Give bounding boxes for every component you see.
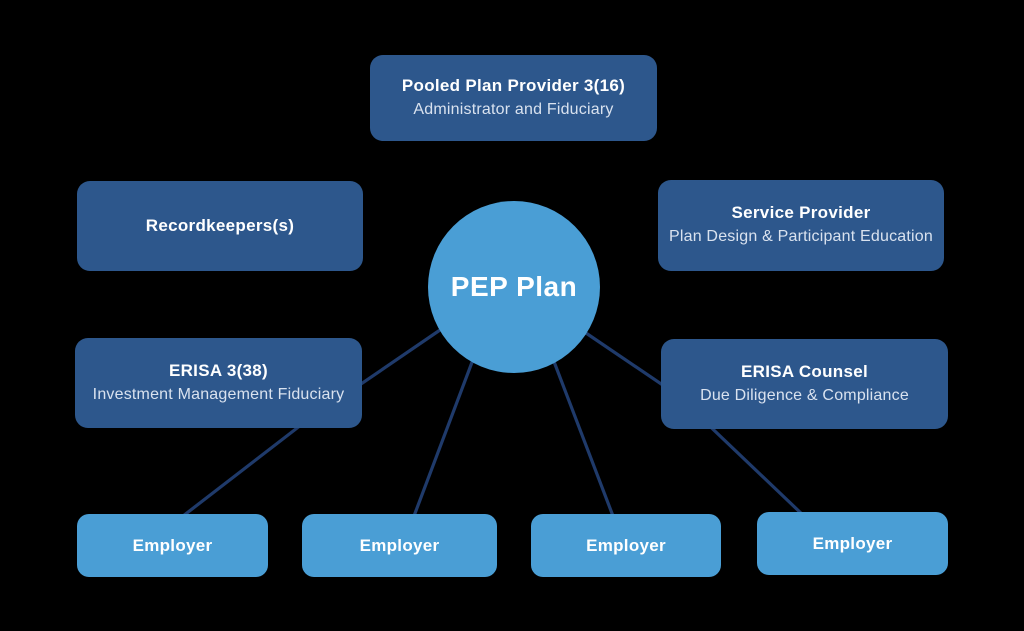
- pep-plan-label: PEP Plan: [450, 271, 578, 302]
- node-employer-4: Employer: [757, 512, 948, 575]
- node-erisa-338: ERISA 3(38) Investment Management Fiduci…: [75, 338, 362, 428]
- erisa-counsel-title: ERISA Counsel: [740, 361, 868, 381]
- employer-4-label: Employer: [812, 533, 893, 553]
- erisa-338-title: ERISA 3(38): [168, 360, 269, 380]
- recordkeepers-title: Recordkeepers(s): [145, 215, 295, 235]
- node-employer-1: Employer: [77, 514, 268, 577]
- connector-line-employer-2: [412, 356, 476, 517]
- node-pep-plan-circle: PEP Plan: [428, 201, 600, 373]
- node-recordkeepers: Recordkeepers(s): [77, 181, 363, 271]
- connector-line-employer-3: [551, 358, 615, 517]
- node-pooled-plan-provider: Pooled Plan Provider 3(16) Administrator…: [370, 55, 657, 141]
- erisa-counsel-subtitle: Due Diligence & Compliance: [700, 386, 909, 404]
- erisa-338-subtitle: Investment Management Fiduciary: [92, 385, 345, 403]
- employer-3-label: Employer: [586, 535, 666, 555]
- employer-1-label: Employer: [132, 535, 213, 555]
- node-service-provider: Service Provider Plan Design & Participa…: [658, 180, 944, 271]
- pooled-plan-provider-title: Pooled Plan Provider 3(16): [401, 75, 626, 95]
- node-erisa-counsel: ERISA Counsel Due Diligence & Compliance: [661, 339, 948, 429]
- service-provider-subtitle: Plan Design & Participant Education: [668, 228, 934, 246]
- pooled-plan-provider-subtitle: Administrator and Fiduciary: [413, 100, 614, 118]
- node-employer-3: Employer: [531, 514, 721, 577]
- node-employer-2: Employer: [302, 514, 497, 577]
- employer-2-label: Employer: [359, 535, 440, 555]
- service-provider-title: Service Provider: [731, 203, 871, 223]
